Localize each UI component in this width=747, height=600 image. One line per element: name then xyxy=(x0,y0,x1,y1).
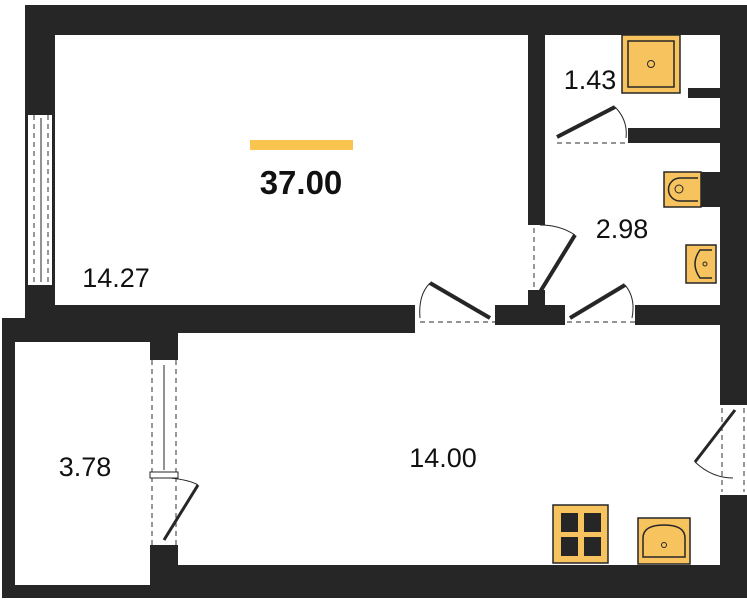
room-balcony xyxy=(15,342,150,585)
bathroom-side-door[interactable] xyxy=(528,224,577,294)
partition-wall xyxy=(635,305,720,325)
stove xyxy=(552,504,609,564)
area-bathroom: 2.98 xyxy=(596,214,649,244)
toilet xyxy=(663,171,720,208)
partition-wall xyxy=(628,128,720,143)
bathroom-door[interactable] xyxy=(565,283,635,325)
area-kitchen-living: 14.00 xyxy=(409,443,477,473)
bathroom-sink xyxy=(685,244,717,284)
kitchen-window xyxy=(693,405,747,495)
total-area: 37.00 xyxy=(260,164,343,201)
kitchen-sink xyxy=(637,517,691,565)
shower-tray xyxy=(621,34,681,94)
room-kitchen-living xyxy=(178,333,720,565)
partition-wall xyxy=(528,290,545,325)
area-balcony: 3.78 xyxy=(59,452,112,482)
storage-niche-wall xyxy=(688,88,720,98)
bedroom-window xyxy=(28,115,52,285)
area-storage: 1.43 xyxy=(564,65,617,95)
balcony-door-window[interactable] xyxy=(149,360,200,545)
partition-wall xyxy=(528,35,545,225)
room-bedroom xyxy=(55,35,528,305)
storage-door[interactable] xyxy=(545,105,628,144)
area-bedroom: 14.27 xyxy=(82,263,150,293)
bedroom-door[interactable] xyxy=(415,281,495,325)
total-area-accent-bar xyxy=(250,140,353,150)
